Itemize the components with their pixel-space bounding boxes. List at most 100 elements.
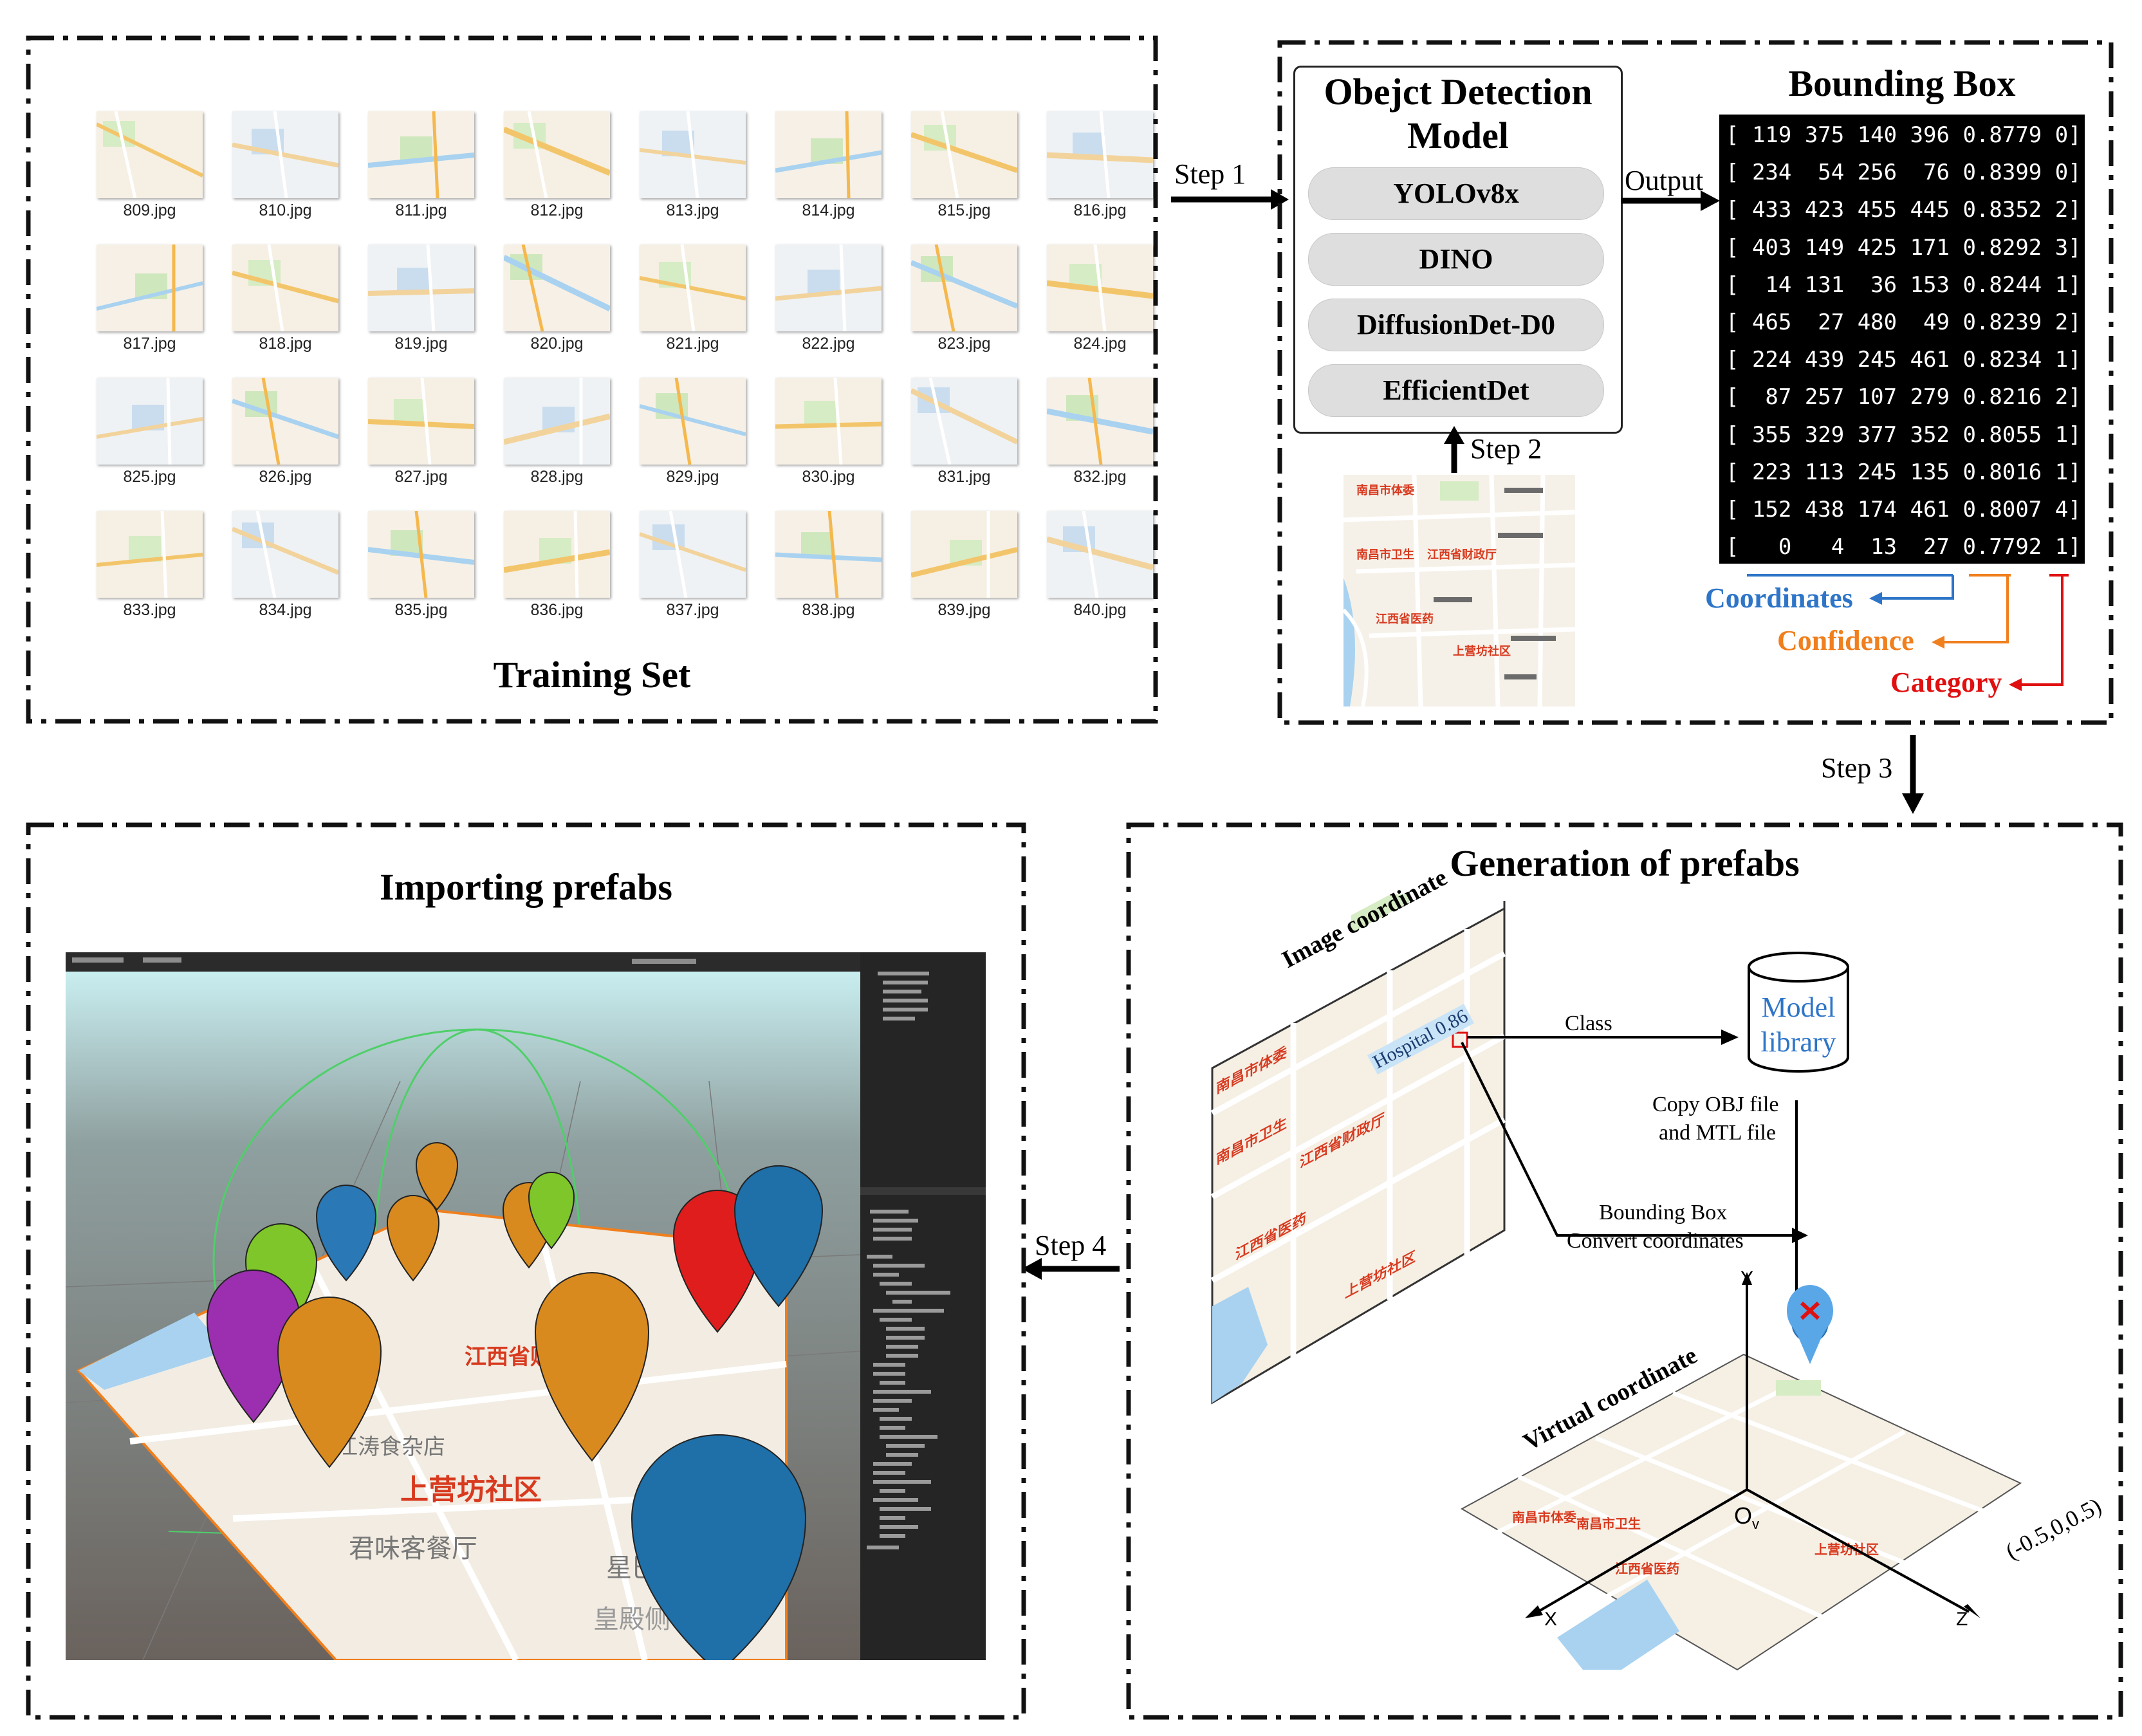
- svg-text:江西省财政厅: 江西省财政厅: [1427, 548, 1497, 562]
- detection-model-box: Obejct Detection Model YOLOv8x DINO Diff…: [1293, 66, 1623, 434]
- thumbnail-map-image: [775, 511, 882, 598]
- thumbnail-map-image: [504, 511, 610, 598]
- model-efficientdet: EfficientDet: [1308, 364, 1604, 417]
- thumbnail-caption: 814.jpg: [802, 201, 855, 219]
- thumbnail-map-image: [1047, 111, 1153, 198]
- legend-confidence: Confidence: [1777, 625, 1914, 656]
- bbox-row: [ 0 4 13 27 0.7792 1]: [1726, 534, 2082, 560]
- output-arrow: [1621, 190, 1720, 211]
- thumbnail-caption: 826.jpg: [259, 468, 312, 486]
- thumbnail-caption: 831.jpg: [937, 468, 991, 486]
- input-map-image: 南昌市体委 南昌市卫生 江西省财政厅 江西省医药 上营坊社区: [1343, 475, 1575, 706]
- thumbnail-map-image: [640, 378, 746, 465]
- thumbnail-map-image: [97, 111, 203, 198]
- step1-label: Step 1: [1174, 158, 1246, 190]
- thumbnail-map-image: [504, 378, 610, 465]
- step1-arrow: [1171, 189, 1289, 210]
- thumbnail-29: 838.jpg: [775, 511, 882, 620]
- thumbnail-25: 834.jpg: [232, 511, 338, 620]
- thumbnail-map-image: [640, 111, 746, 198]
- thumbnail-caption: 825.jpg: [123, 468, 176, 486]
- model-title-line1: Obejct Detection: [1324, 71, 1593, 113]
- thumbnail-3: 812.jpg: [504, 111, 610, 220]
- thumbnail-31: 840.jpg: [1047, 511, 1153, 620]
- thumbnail-30: 839.jpg: [911, 511, 1017, 620]
- thumbnail-caption: 829.jpg: [666, 468, 719, 486]
- axis-z-label: Z: [1956, 1609, 1968, 1630]
- thumbnail-caption: 823.jpg: [937, 335, 991, 353]
- thumbnail-21: 830.jpg: [775, 378, 882, 486]
- thumbnail-caption: 835.jpg: [394, 601, 448, 619]
- bbox-row: [ 87 257 107 279 0.8216 2]: [1726, 384, 2082, 411]
- bbox-convert-line2: Convert coordinates: [1567, 1229, 1744, 1253]
- detection-border: [1277, 40, 2114, 725]
- thumbnail-caption: 824.jpg: [1073, 335, 1127, 353]
- copy-obj-line1: Copy OBJ file: [1652, 1093, 1779, 1116]
- bbox-row: [ 119 375 140 396 0.8779 0]: [1726, 122, 2082, 148]
- thumbnail-caption: 828.jpg: [530, 468, 584, 486]
- thumbnail-caption: 839.jpg: [937, 601, 991, 619]
- bbox-row: [ 465 27 480 49 0.8239 2]: [1726, 309, 2082, 335]
- bbox-legend-arrows: [1747, 574, 2069, 691]
- model-dino: DINO: [1308, 233, 1604, 286]
- thumbnail-caption: 819.jpg: [394, 335, 448, 353]
- thumbnail-7: 816.jpg: [1047, 111, 1153, 220]
- thumbnail-caption: 816.jpg: [1073, 201, 1127, 219]
- thumbnail-map-image: [368, 111, 474, 198]
- model-title-line2: Model: [1407, 115, 1509, 156]
- step4-arrow: [1022, 1258, 1120, 1280]
- thumbnail-map-image: [775, 378, 882, 465]
- thumbnail-8: 817.jpg: [97, 245, 203, 353]
- thumbnail-20: 829.jpg: [640, 378, 746, 486]
- model-library-cylinder: [1748, 952, 1849, 1073]
- thumbnail-caption: 818.jpg: [259, 335, 312, 353]
- thumbnail-10: 819.jpg: [368, 245, 474, 353]
- generation-panel: [1126, 822, 2123, 1720]
- thumbnail-19: 828.jpg: [504, 378, 610, 486]
- thumbnail-map-image: [368, 511, 474, 598]
- training-set-title: Training Set: [493, 654, 691, 696]
- model-library-line2: library: [1760, 1026, 1836, 1058]
- importing-border: [26, 822, 1026, 1720]
- thumbnail-13: 822.jpg: [775, 245, 882, 353]
- thumbnail-caption: 834.jpg: [259, 601, 312, 619]
- thumbnail-caption: 832.jpg: [1073, 468, 1127, 486]
- svg-text:上营坊社区: 上营坊社区: [400, 1473, 542, 1506]
- copy-obj-line2: and MTL file: [1659, 1121, 1776, 1145]
- step4-label: Step 4: [1035, 1230, 1107, 1261]
- thumbnail-caption: 811.jpg: [395, 201, 447, 219]
- thumbnail-26: 835.jpg: [368, 511, 474, 620]
- importing-panel: [26, 822, 1026, 1720]
- model-diffusiondet: DiffusionDet-D0: [1308, 299, 1604, 351]
- legend-coordinates: Coordinates: [1705, 582, 1853, 614]
- thumbnail-map-image: [504, 111, 610, 198]
- thumbnail-map-image: [368, 245, 474, 331]
- thumbnail-map-image: [911, 111, 1017, 198]
- svg-text:江西省医药: 江西省医药: [1376, 612, 1434, 626]
- thumbnail-caption: 815.jpg: [937, 201, 991, 219]
- training-set-border: [26, 35, 1158, 724]
- thumbnail-12: 821.jpg: [640, 245, 746, 353]
- thumbnail-1: 810.jpg: [232, 111, 338, 220]
- generation-title: Generation of prefabs: [1450, 842, 1800, 884]
- thumbnail-map-image: [775, 245, 882, 331]
- origin-label: Ov: [1734, 1502, 1759, 1533]
- thumbnail-11: 820.jpg: [504, 245, 610, 353]
- svg-text:南昌市体委: 南昌市体委: [1356, 483, 1414, 497]
- thumbnail-14: 823.jpg: [911, 245, 1017, 353]
- bbox-row: [ 152 438 174 461 0.8007 4]: [1726, 497, 2082, 522]
- thumbnail-4: 813.jpg: [640, 111, 746, 220]
- thumbnail-caption: 838.jpg: [802, 601, 855, 619]
- svg-text:江涛食杂店: 江涛食杂店: [336, 1434, 445, 1460]
- bbox-row: [ 234 54 256 76 0.8399 0]: [1726, 160, 2082, 186]
- thumbnail-caption: 817.jpg: [123, 335, 176, 353]
- thumbnail-9: 818.jpg: [232, 245, 338, 353]
- bbox-row: [ 433 423 455 445 0.8352 2]: [1726, 197, 2082, 223]
- thumbnail-map-image: [1047, 245, 1153, 331]
- virtual-coordinate-plane: 南昌市体委 南昌市卫生 江西省医药 上营坊社区: [1460, 1272, 2022, 1671]
- origin-letter: O: [1734, 1502, 1753, 1529]
- bbox-convert-line1: Bounding Box: [1599, 1201, 1728, 1224]
